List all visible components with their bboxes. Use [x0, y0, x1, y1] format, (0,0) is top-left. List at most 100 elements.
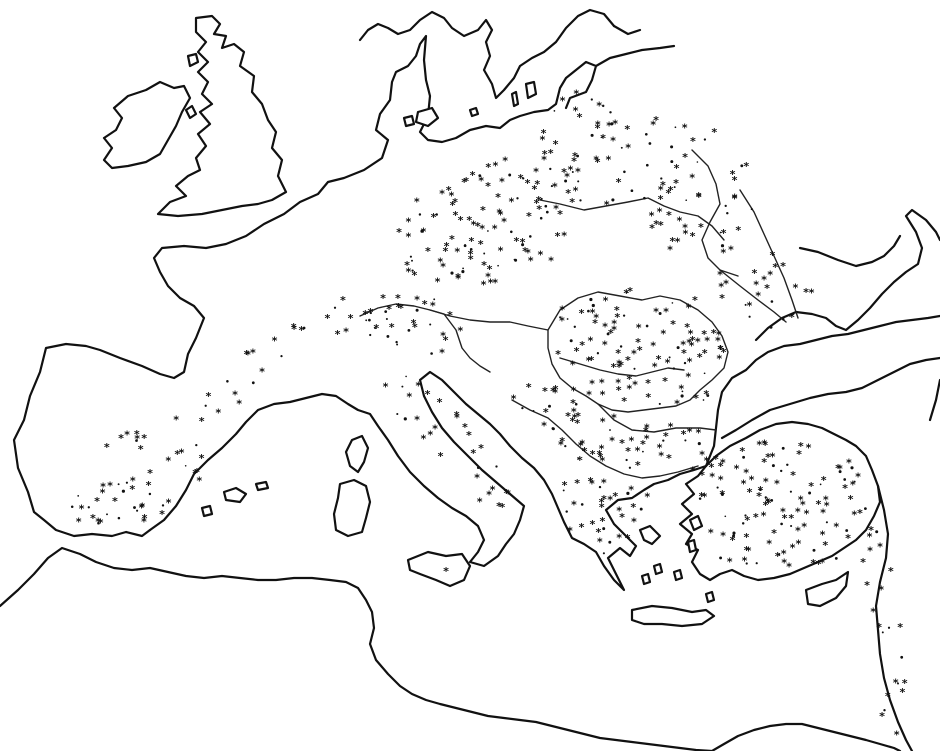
asterisk-marker: * [75, 516, 82, 529]
asterisk-marker: * [847, 493, 854, 506]
asterisk-marker: * [635, 336, 642, 349]
dot-marker [106, 513, 108, 516]
dot-marker [720, 492, 724, 496]
asterisk-marker: * [486, 263, 493, 276]
asterisk-marker: * [585, 355, 592, 368]
asterisk-marker: * [569, 415, 576, 428]
dot-marker [681, 390, 684, 393]
asterisk-marker: * [795, 525, 802, 538]
dot-marker [606, 332, 610, 336]
asterisk-marker: * [486, 488, 493, 501]
asterisk-marker: * [463, 175, 470, 188]
asterisk-marker: * [461, 176, 468, 189]
asterisk-marker: * [587, 335, 594, 348]
dot-marker [642, 450, 644, 453]
asterisk-marker: * [100, 481, 107, 494]
asterisk-marker: * [496, 207, 503, 220]
asterisk-marker: * [593, 311, 600, 324]
asterisk-marker: * [665, 187, 672, 200]
asterisk-marker: * [478, 174, 485, 187]
dot-marker [706, 394, 710, 397]
asterisk-marker: * [616, 361, 623, 374]
asterisk-marker: * [631, 516, 638, 529]
asterisk-marker: * [592, 317, 599, 330]
dot-marker [411, 269, 414, 272]
asterisk-marker: * [567, 163, 574, 176]
asterisk-marker: * [864, 579, 871, 592]
asterisk-marker: * [757, 484, 764, 497]
asterisk-marker: * [539, 133, 546, 146]
asterisk-marker: * [133, 428, 140, 441]
sea-of-azov-coastline [798, 234, 902, 268]
asterisk-marker: * [685, 371, 692, 384]
dot-marker [596, 352, 600, 355]
asterisk-marker: * [437, 450, 444, 463]
asterisk-marker: * [474, 220, 481, 233]
asterisk-marker: * [448, 190, 455, 203]
asterisk-marker: * [542, 406, 549, 419]
asterisk-marker: * [596, 535, 603, 548]
dot-marker [365, 319, 368, 322]
dot-marker [87, 506, 90, 509]
asterisk-marker: * [684, 321, 691, 334]
dot-marker [609, 429, 611, 431]
asterisk-marker: * [615, 384, 622, 397]
asterisk-marker: * [689, 334, 696, 347]
asterisk-marker: * [680, 428, 687, 441]
crete-island [630, 604, 716, 628]
dot-marker [674, 126, 677, 129]
asterisk-marker: * [621, 395, 628, 408]
asterisk-marker: * [449, 233, 456, 246]
asterisk-marker: * [577, 439, 584, 452]
alpine-border [359, 303, 491, 373]
asterisk-marker: * [593, 153, 600, 166]
dot-marker [610, 122, 614, 126]
asterisk-marker: * [540, 127, 547, 140]
dot-marker [676, 346, 680, 350]
baltic-border [691, 149, 739, 277]
asterisk-marker: * [678, 383, 685, 396]
asterisk-marker: * [497, 245, 504, 258]
asterisk-marker: * [761, 438, 768, 451]
asterisk-marker: * [380, 292, 387, 305]
asterisk-marker: * [455, 271, 462, 284]
asterisk-marker: * [640, 438, 647, 451]
asterisk-marker: * [411, 321, 418, 334]
asterisk-marker: * [651, 360, 658, 373]
asterisk-marker: * [669, 235, 676, 248]
dot-marker [744, 514, 747, 517]
dot-marker [671, 302, 674, 304]
cyclades-island [652, 562, 664, 576]
asterisk-marker: * [388, 321, 395, 334]
dot-marker [755, 562, 758, 565]
dot-marker [510, 230, 513, 234]
asterisk-marker: * [720, 227, 727, 240]
asterisk-marker: * [552, 138, 559, 151]
dot-marker [369, 333, 372, 337]
asterisk-marker: * [492, 277, 499, 290]
asterisk-marker: * [626, 373, 633, 386]
asterisk-marker: * [598, 501, 605, 514]
asterisk-marker: * [485, 180, 492, 193]
gulf-of-finland-coastline [594, 24, 676, 68]
dot-marker [630, 189, 634, 193]
dot-marker [521, 243, 525, 247]
asterisk-marker: * [788, 311, 795, 324]
dot-marker [881, 631, 884, 634]
asterisk-marker: * [574, 417, 581, 430]
dot-marker [875, 530, 879, 534]
dot-marker [834, 557, 838, 560]
asterisk-marker: * [762, 476, 769, 489]
asterisk-marker: * [699, 469, 706, 482]
dot-marker [409, 255, 412, 258]
asterisk-marker: * [723, 277, 730, 290]
dot-marker [703, 372, 706, 375]
distribution-symbols: ****************************************… [70, 87, 908, 742]
asterisk-marker: * [192, 467, 199, 480]
asterisk-marker: * [522, 245, 529, 258]
dot-marker [887, 626, 891, 629]
asterisk-marker: * [601, 338, 608, 351]
asterisk-marker: * [595, 526, 602, 539]
border-layer [359, 149, 799, 479]
